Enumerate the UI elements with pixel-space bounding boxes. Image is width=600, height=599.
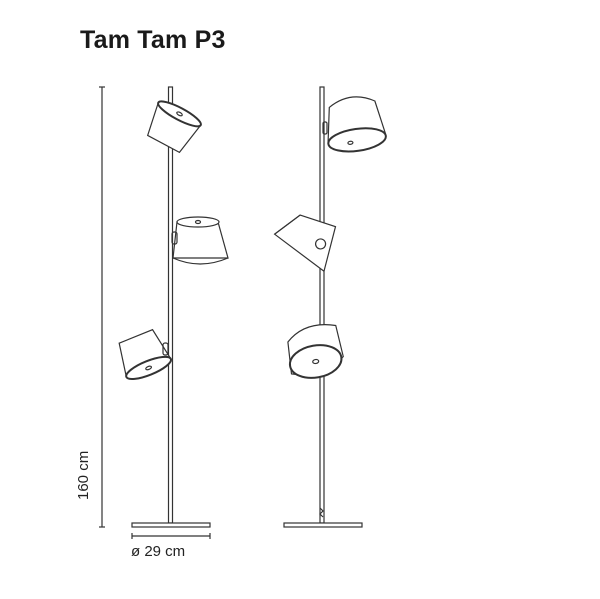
shade-top-side bbox=[327, 96, 387, 153]
shade-middle-side bbox=[273, 214, 337, 273]
height-dimension-label: 160 cm bbox=[75, 450, 92, 500]
side-view-lamp bbox=[273, 86, 387, 528]
base-diameter-label: ø 29 cm bbox=[131, 543, 186, 560]
shade-middle bbox=[171, 216, 229, 265]
front-view-lamp bbox=[118, 86, 229, 528]
shade-top bbox=[146, 100, 202, 154]
shade-bottom bbox=[118, 328, 173, 381]
height-dimension-line bbox=[99, 86, 105, 528]
shade-bottom-side bbox=[287, 324, 344, 379]
diameter-dimension-line bbox=[131, 533, 211, 539]
product-title: Tam Tam P3 bbox=[80, 26, 226, 54]
